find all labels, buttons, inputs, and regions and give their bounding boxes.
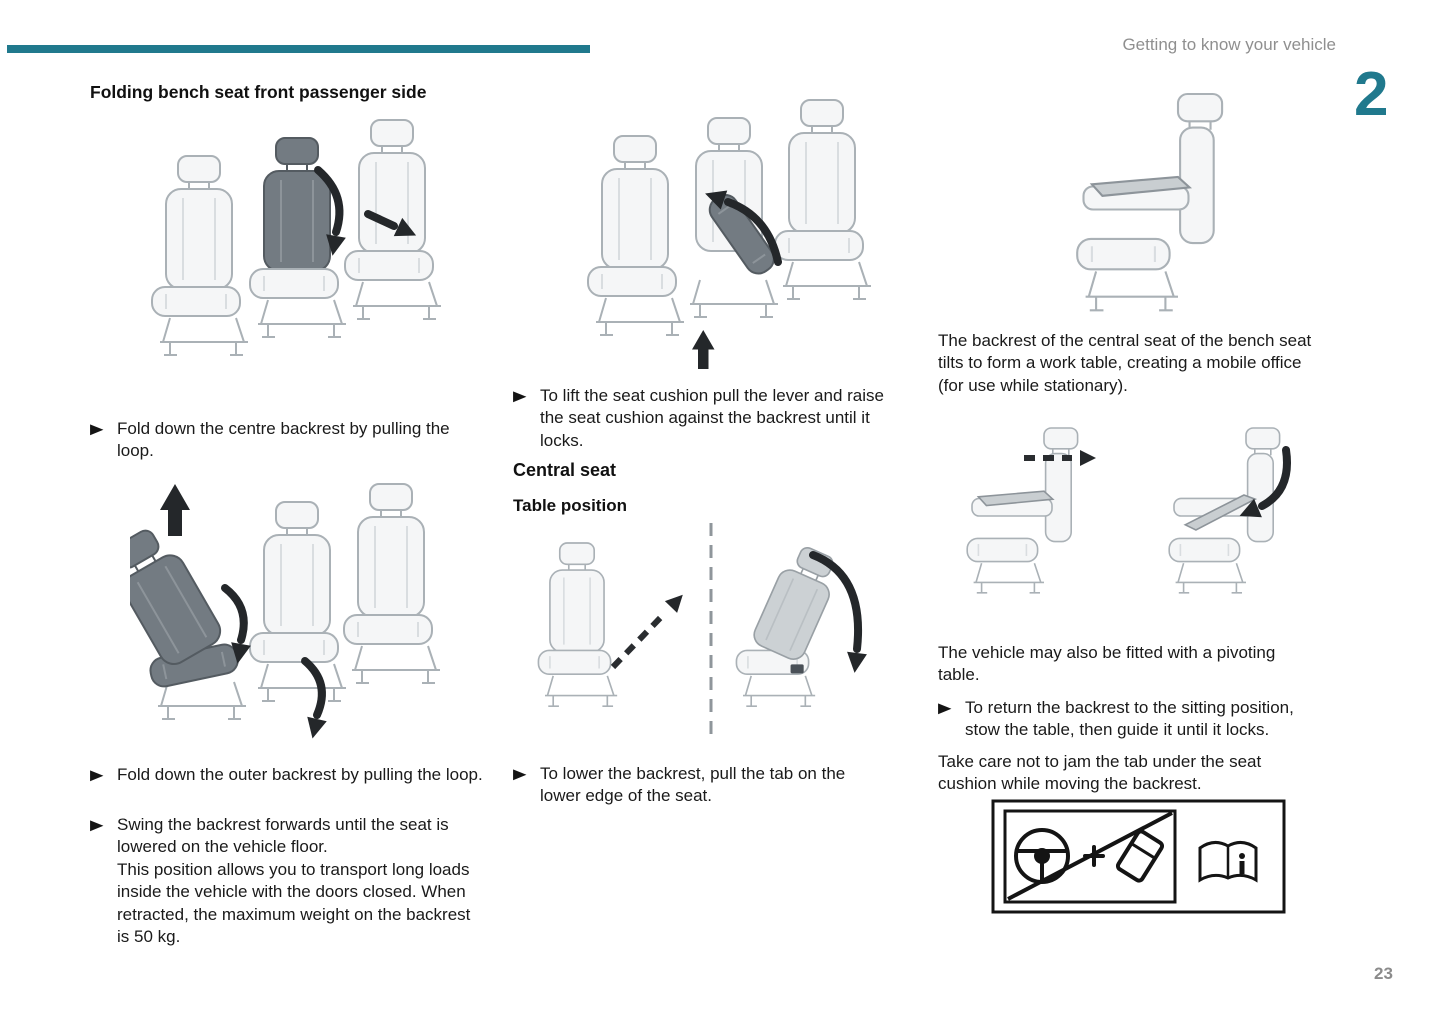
bullet-arrow-icon: ▶ [90,766,104,783]
work-table-paragraph: The backrest of the central seat of the … [938,331,1312,395]
chapter-number: 2 [1354,60,1389,129]
warning-pictogram [991,799,1286,914]
instruction-lower-backrest: ▶ To lower the backrest, pull the tab on… [513,763,905,808]
instruction-return-backrest: ▶ To return the backrest to the sitting … [938,697,1330,742]
column1-heading: Folding bench seat front passenger side [90,82,427,102]
instruction-text: To return the backrest to the sitting po… [965,698,1294,740]
instruction-swing-backrest: ▶ Swing the backrest forwards until the … [90,814,485,948]
instruction-text: To lift the seat cushion pull the lever … [540,386,884,450]
bullet-arrow-icon: ▶ [938,699,952,716]
teal-rule [7,45,590,53]
bullet-arrow-icon: ▶ [513,765,527,782]
illustration-pivoting-table [938,427,1291,594]
section-title: Getting to know your vehicle [1122,35,1336,54]
pivoting-table-paragraph: The vehicle may also be fitted with a pi… [938,643,1276,685]
caution-paragraph: Take care not to jam the tab under the s… [938,752,1262,794]
illustration-fold-centre-backrest [128,106,478,401]
instruction-text: Swing the backrest forwards until the se… [117,814,473,948]
illustration-table-position [515,523,867,742]
table-position-heading: Table position [513,496,627,515]
instruction-text: To lower the backrest, pull the tab on t… [540,764,846,806]
handbook-info-icon [1198,841,1258,883]
page-number: 23 [1374,964,1393,983]
instruction-text: Fold down the outer backrest by pulling … [117,765,483,784]
bullet-arrow-icon: ▶ [90,816,104,833]
instruction-line: Swing the backrest forwards until the se… [117,815,449,857]
illustration-fold-outer-backrest [130,484,470,741]
illustration-lift-seat-cushion [578,92,898,369]
bullet-arrow-icon: ▶ [90,420,104,437]
bullet-arrow-icon: ▶ [513,387,527,404]
central-seat-heading: Central seat [513,460,617,480]
instruction-fold-centre-backrest: ▶ Fold down the centre backrest by pulli… [90,418,485,463]
tilted-seatback-icon [1115,829,1165,883]
instruction-text: Fold down the centre backrest by pulling… [117,419,450,461]
prohibition-slash [1007,811,1173,901]
instruction-lift-cushion: ▶ To lift the seat cushion pull the leve… [513,385,905,452]
instruction-note: This position allows you to transport lo… [117,859,471,947]
instruction-fold-outer-backrest: ▶ Fold down the outer backrest by pullin… [90,764,485,786]
illustration-work-table-seat [1022,80,1252,325]
